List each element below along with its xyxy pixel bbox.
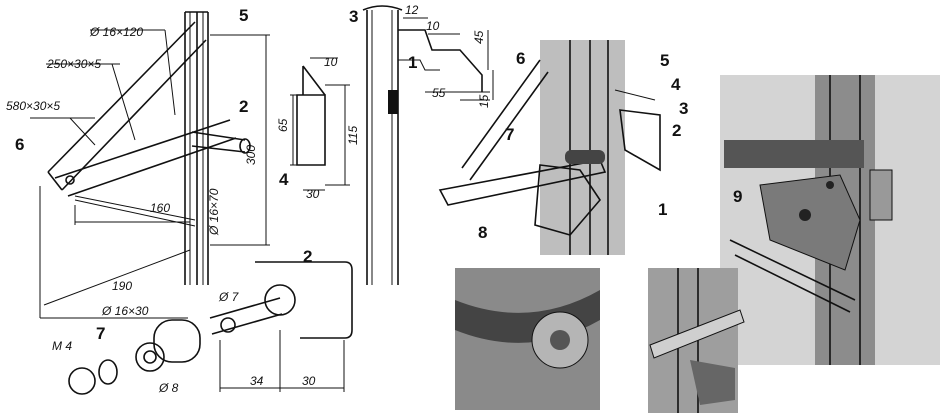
dim-16x70: Ø 16×70 <box>207 188 221 236</box>
dim-30-pin: 30 <box>302 374 316 388</box>
dim-160: 160 <box>150 201 170 215</box>
slot-detail-drawing <box>398 17 494 101</box>
dim-45: 45 <box>472 30 486 44</box>
label-5-top: 5 <box>239 6 248 25</box>
photo-label-5: 5 <box>660 51 669 70</box>
photo-label-8: 8 <box>478 223 487 242</box>
label-2-pin: 2 <box>303 247 312 266</box>
label-4-plate: 4 <box>279 170 289 189</box>
dim-7: Ø 7 <box>218 290 240 304</box>
dim-16x120: Ø 16×120 <box>89 25 143 39</box>
dim-190: 190 <box>112 279 132 293</box>
dim-115: 115 <box>346 126 360 145</box>
dim-15: 15 <box>477 94 491 108</box>
dim-580x30x5: 580×30×5 <box>6 99 60 113</box>
dim-m4: M 4 <box>52 339 72 353</box>
pin-assembly-drawing <box>68 261 353 395</box>
post-3-drawing <box>362 5 403 285</box>
dim-30-plate: 30 <box>306 187 320 201</box>
photo-joint-closeup <box>455 268 600 410</box>
dim-8: Ø 8 <box>158 381 179 395</box>
label-2-bracket: 2 <box>239 97 248 116</box>
bracket-assembly-drawing <box>30 11 270 319</box>
photo-assembled-bracket <box>438 40 661 255</box>
dim-250x30x5: 250×30×5 <box>46 57 101 71</box>
dim-10-plate: 10 <box>324 55 338 69</box>
dim-300: 300 <box>244 145 258 165</box>
photo-bracket-closeup <box>720 75 940 365</box>
photo-label-6: 6 <box>516 49 525 68</box>
plate-4-drawing <box>290 57 350 191</box>
photo-label-1: 1 <box>658 200 667 219</box>
dim-10-slot: 10 <box>426 19 440 33</box>
label-7-bushing: 7 <box>96 324 105 343</box>
photo-label-2: 2 <box>672 121 681 140</box>
label-3-post: 3 <box>349 7 358 26</box>
photo-pin-closeup <box>648 268 745 413</box>
photo-label-3: 3 <box>679 99 688 118</box>
dim-34: 34 <box>250 374 264 388</box>
photo-label-9: 9 <box>733 187 742 206</box>
label-6-strut: 6 <box>15 135 24 154</box>
photo-label-4: 4 <box>671 75 681 94</box>
photo-label-7: 7 <box>505 125 514 144</box>
dim-12: 12 <box>405 3 419 17</box>
dim-16x30: Ø 16×30 <box>101 304 149 318</box>
dim-55: 55 <box>432 86 446 100</box>
label-1-slot: 1 <box>408 53 417 72</box>
dim-65: 65 <box>276 118 290 132</box>
